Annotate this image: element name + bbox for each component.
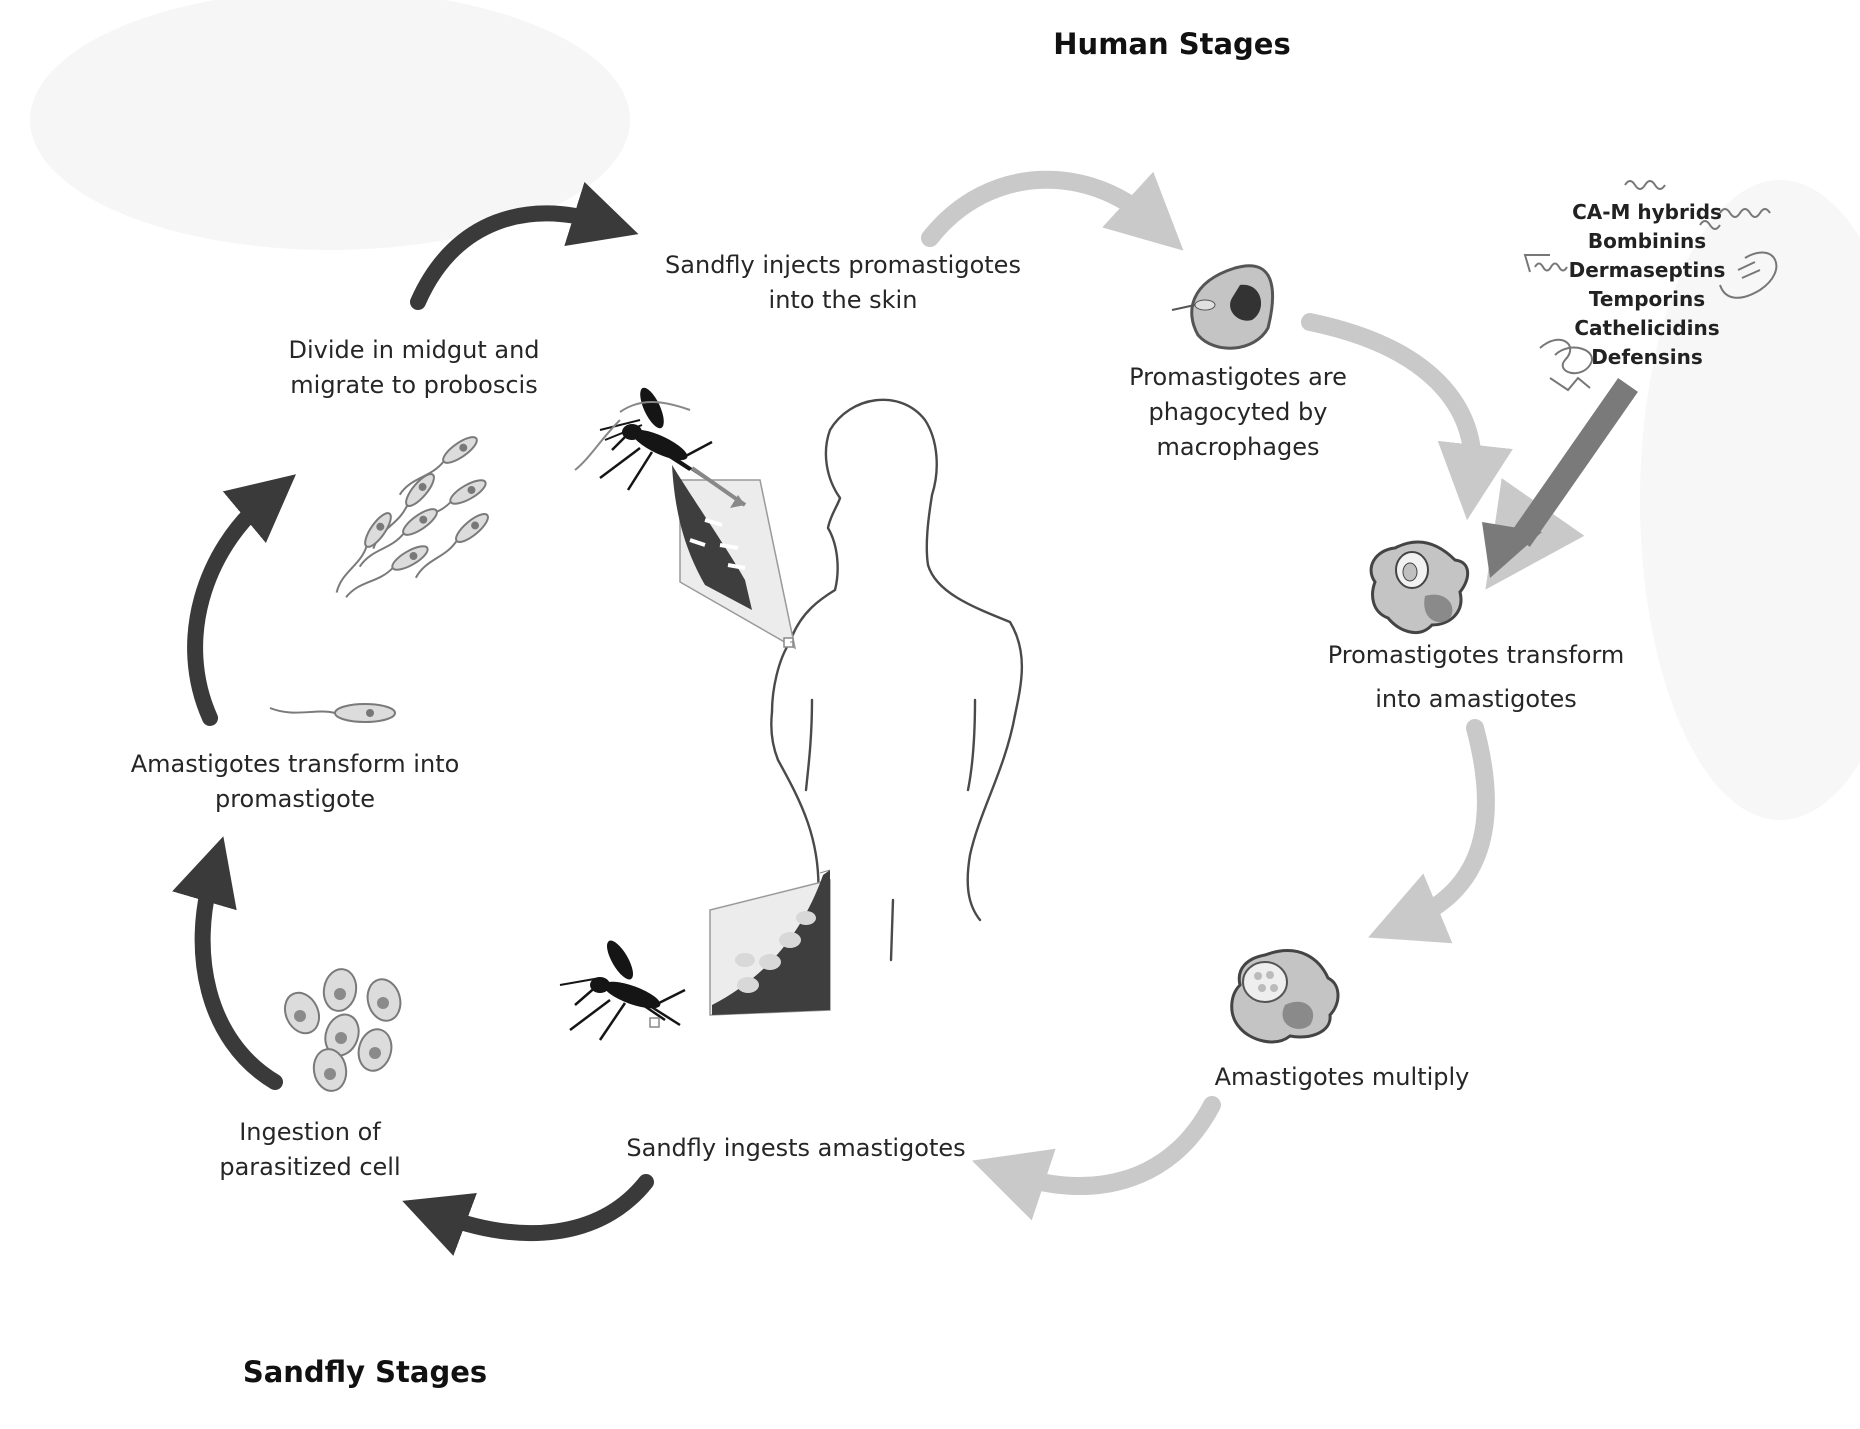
infected-macrophage xyxy=(1369,540,1470,635)
macrophage-phagocytosis xyxy=(1171,264,1275,350)
peptide-list: CA-M hybrids Bombinins Dermaseptins Temp… xyxy=(1569,198,1726,372)
sandfly-stages-heading: Sandfly Stages xyxy=(242,1355,488,1389)
stage-phagocytosis-label: Promastigotes are phagocyted by macropha… xyxy=(1129,363,1347,461)
human-arrow-multiply-to-ingest xyxy=(971,1096,1221,1221)
peptide-item: Cathelicidins xyxy=(1574,316,1720,340)
human-body-outline xyxy=(770,398,1024,962)
mosquito-bottom xyxy=(559,940,686,1041)
peptide-item: Dermaseptins xyxy=(1568,258,1726,282)
stage-promastigote-transform-label: Promastigotes transform into amastigotes xyxy=(1327,641,1625,713)
human-stages-heading: Human Stages xyxy=(1053,27,1291,61)
macrophage-multiplying xyxy=(1230,949,1340,1044)
human-arrow-phago-to-transform xyxy=(1301,313,1513,521)
sandfly-arrow-divide-to-inject xyxy=(410,181,639,310)
sandfly-arrow-ingest-to-ingestion xyxy=(402,1174,654,1256)
stage-amastigote-transform-label: Amastigotes transform into promastigote xyxy=(130,750,460,813)
peptide-structures xyxy=(1523,180,1778,392)
human-arrow-inject-to-phago xyxy=(921,170,1184,251)
peptide-item: Bombinins xyxy=(1587,229,1707,253)
blood-inset-bottom xyxy=(649,869,831,1028)
mosquito-top xyxy=(574,387,713,491)
sandfly-arrow-transform-to-divide xyxy=(187,474,296,726)
stage-inject-label: Sandfly injects promastigotes into the s… xyxy=(665,251,1021,314)
stage-ingest-label: Sandfly ingests amastigotes xyxy=(626,1134,966,1162)
skin-inset-top xyxy=(672,465,797,650)
amastigote-cluster xyxy=(283,968,402,1092)
sandfly-arrow-ingestion-to-transform xyxy=(172,836,283,1090)
stage-ingestion-label: Ingestion of parasitized cell xyxy=(219,1118,401,1181)
human-arrow-transform-to-multiply xyxy=(1368,719,1495,944)
single-promastigote xyxy=(269,703,396,723)
peptide-item: Defensins xyxy=(1591,345,1703,369)
peptide-item: CA-M hybrids xyxy=(1572,200,1722,224)
promastigote-cluster xyxy=(335,436,489,598)
stage-divide-label: Divide in midgut and migrate to probosci… xyxy=(288,336,540,399)
peptide-item: Temporins xyxy=(1588,287,1706,311)
stage-multiply-label: Amastigotes multiply xyxy=(1214,1063,1470,1091)
